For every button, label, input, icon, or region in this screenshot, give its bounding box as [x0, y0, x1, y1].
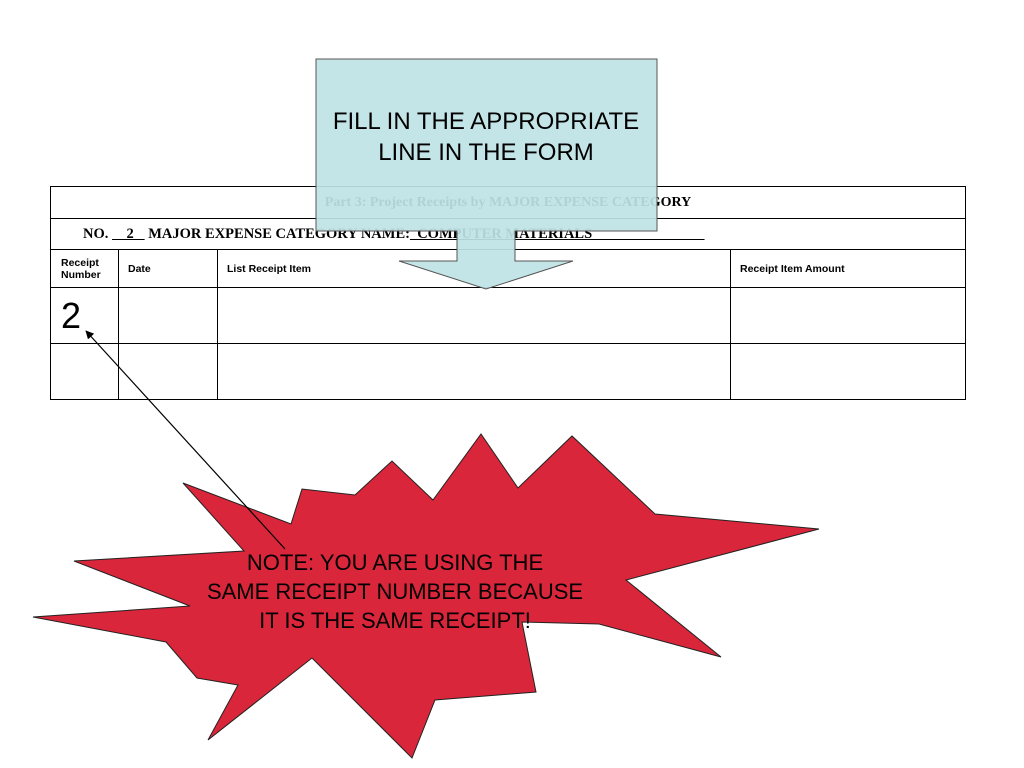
date-cell[interactable]	[118, 343, 218, 400]
no-value[interactable]: 2	[112, 225, 145, 242]
note-line: NOTE: YOU ARE USING THE	[246, 550, 544, 575]
explosion-starburst	[32, 433, 820, 759]
pointer-arrow	[85, 330, 286, 550]
note-line: SAME RECEIPT NUMBER BECAUSE	[206, 579, 584, 604]
note-line: IT IS THE SAME RECEIPT!	[259, 608, 531, 633]
header-date: Date	[118, 249, 218, 288]
receipt-number-cell[interactable]: 2	[50, 287, 119, 344]
callout-line: FILL IN THE APPROPRIATE	[332, 108, 640, 135]
down-arrow-callout	[315, 58, 658, 290]
amount-cell[interactable]	[729, 287, 967, 344]
table-row: 2	[50, 287, 967, 344]
amount-cell[interactable]	[729, 343, 967, 400]
table-row	[50, 343, 967, 400]
note-text: NOTE: YOU ARE USING THE SAME RECEIPT NUM…	[170, 548, 620, 635]
no-label: NO.	[83, 225, 109, 242]
callout-line: LINE IN THE FORM	[378, 139, 594, 166]
callout-text: FILL IN THE APPROPRIATE LINE IN THE FORM	[315, 106, 657, 168]
item-cell[interactable]	[217, 343, 731, 400]
item-cell[interactable]	[217, 287, 731, 344]
receipt-number-cell[interactable]	[50, 343, 119, 400]
